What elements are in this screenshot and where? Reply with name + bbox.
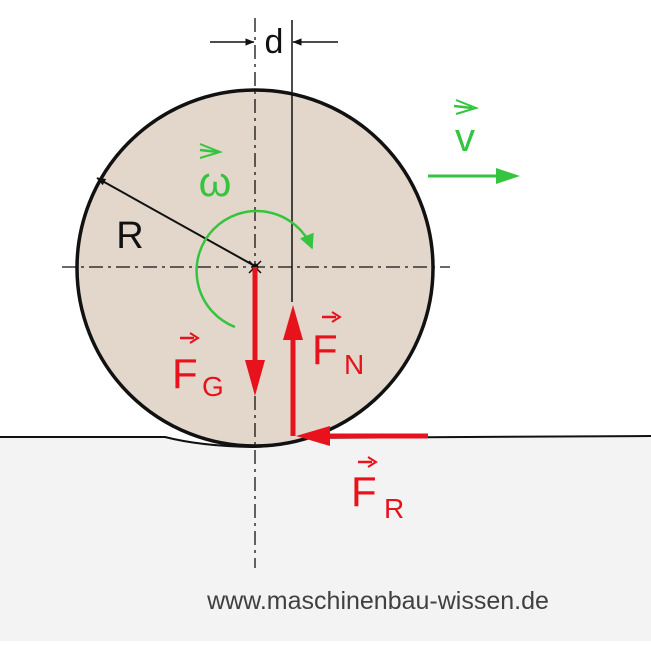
friction-force-subscript: R — [384, 493, 404, 524]
normal-force-label: F N — [312, 311, 364, 380]
normal-force-subscript: N — [344, 349, 364, 380]
offset-label: d — [265, 23, 284, 61]
velocity-label: v — [455, 116, 475, 160]
normal-force-arrow — [283, 305, 303, 436]
friction-force-symbol: F — [351, 468, 377, 515]
angular-velocity-vector-mark — [199, 143, 224, 159]
angular-velocity-arc — [195, 209, 314, 329]
velocity-vector-mark — [453, 99, 480, 115]
weight-force-subscript: G — [202, 371, 224, 402]
weight-force-symbol: F — [172, 350, 198, 397]
angular-velocity-label: ω — [199, 158, 232, 205]
normal-force-symbol: F — [312, 326, 338, 373]
friction-force-label: F R — [351, 456, 404, 524]
velocity-arrow — [428, 168, 520, 184]
ground-area — [0, 436, 651, 641]
watermark-text: www.maschinenbau-wissen.de — [206, 587, 549, 615]
weight-force-arrow — [245, 267, 265, 396]
radius-arrow — [96, 177, 254, 266]
radius-label: R — [116, 215, 143, 257]
weight-force-label: F G — [172, 332, 224, 402]
friction-force-arrow — [296, 426, 428, 446]
